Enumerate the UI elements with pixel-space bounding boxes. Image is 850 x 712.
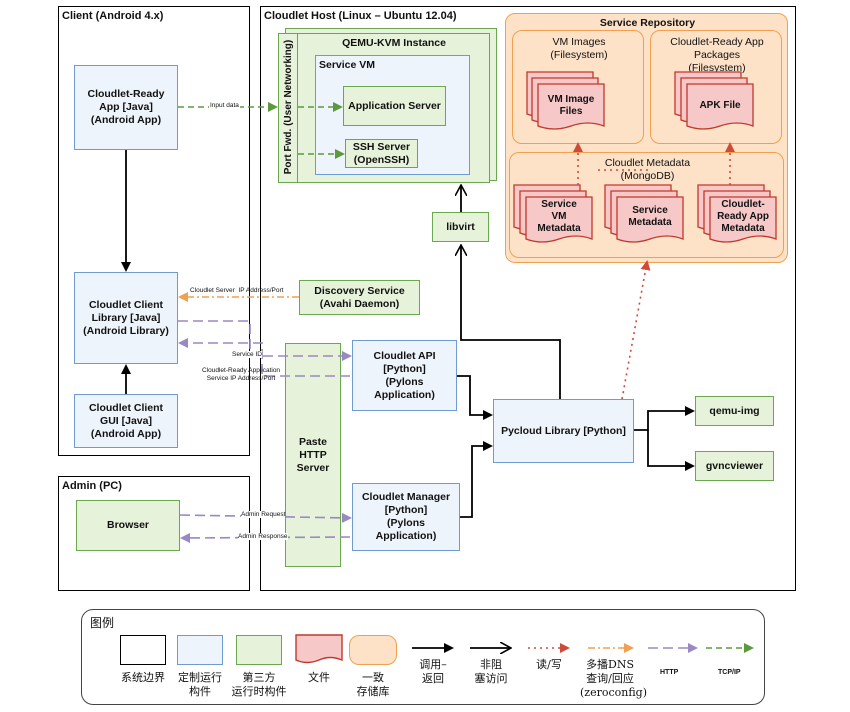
cloudlet-client-library[interactable]: Cloudlet Client Library [Java] (Android … (74, 272, 178, 364)
arrow-pycloud-to-libvirt (461, 246, 561, 399)
legend-label-file: 文件 (308, 671, 330, 684)
qemu-img[interactable]: qemu-img (695, 396, 774, 426)
admin-title: Admin (PC) (62, 480, 122, 492)
browser[interactable]: Browser (76, 500, 180, 551)
app-packages-title: Cloudlet-Ready App Packages (Filesystem) (670, 35, 764, 74)
arrow-pycloud-to-gvncviewer (647, 430, 695, 471)
service-repository-title: Service Repository (599, 16, 696, 29)
qemu-instance-title: QEMU-KVM Instance (342, 36, 446, 49)
pycloud-library[interactable]: Pycloud Library [Python] (493, 399, 634, 463)
arrow-api-to-pycloud (457, 375, 493, 420)
apk-file-label: APK File (699, 100, 741, 111)
legend-label-tcp: TCP/IP (718, 669, 741, 676)
arrow-pycloud-to-qemuimg (634, 406, 695, 431)
legend-title: 图例 (90, 616, 115, 630)
app-metadata-label: Cloudlet- Ready App Metadata (717, 199, 769, 234)
http-library-to-api (178, 320, 352, 361)
legend-swatch-custom (177, 635, 223, 665)
legend-label-boundary: 系统边界 (121, 671, 165, 684)
edge-label-server-ip: Cloudlet Server IP Address/Port (190, 287, 284, 294)
legend-swatch-storage (349, 635, 397, 665)
legend-label-dns: 多播DNS 查询/回应 (zeroconfig) (580, 658, 648, 699)
port-fwd (278, 33, 298, 183)
edge-label-service-id: Service ID (232, 351, 262, 358)
vm-images-title: VM Images (Filesystem) (550, 36, 608, 61)
service-vm-title: Service VM (319, 59, 376, 71)
service-vm-metadata-label: Service VM Metadata (537, 199, 581, 234)
service-metadata-label: Service Metadata (628, 205, 672, 228)
paste-http-server[interactable]: Paste HTTP Server (285, 343, 341, 567)
metadata-title: Cloudlet Metadata (MongoDB) (604, 157, 691, 182)
gvncviewer[interactable]: gvncviewer (695, 451, 774, 481)
ssh-server[interactable]: SSH Server (OpenSSH) (345, 139, 418, 168)
edge-label-input-data: Input data (209, 102, 240, 109)
http-browser-to-manager (179, 512, 352, 523)
legend-swatch-third-party (236, 635, 282, 665)
cloudlet-manager[interactable]: Cloudlet Manager [Python] (Pylons Applic… (352, 483, 460, 551)
legend-label-custom: 定制运行 构件 (178, 671, 222, 698)
libvirt[interactable]: libvirt (432, 212, 489, 242)
host-title: Cloudlet Host (Linux – Ubuntu 12.04) (264, 10, 457, 22)
client-title: Client (Android 4.x) (62, 10, 164, 22)
legend-swatch-boundary (120, 635, 166, 665)
legend-label-http: HTTP (660, 669, 679, 676)
arrow-manager-to-pycloud (460, 441, 493, 518)
cloudlet-client-gui[interactable]: Cloudlet Client GUI [Java] (Android App) (74, 394, 178, 448)
cloudlet-ready-app[interactable]: Cloudlet-Ready App [Java] (Android App) (74, 65, 178, 150)
legend-label-non-blocking: 非阻 塞访问 (474, 658, 508, 685)
discovery-service[interactable]: Discovery Service (Avahi Daemon) (299, 280, 420, 315)
legend-swatch-file (295, 634, 343, 664)
edge-label-admin-request: Admin Request (241, 511, 286, 518)
edge-label-admin-response: Admin Response (238, 533, 288, 540)
cloudlet-api[interactable]: Cloudlet API [Python] (Pylons Applicatio… (352, 340, 457, 411)
application-server[interactable]: Application Server (343, 86, 446, 126)
legend-label-read-write: 读/写 (536, 658, 562, 671)
legend-label-call-return: 调用– 返回 (419, 658, 447, 685)
edge-label-app-service-ip: Cloudlet-Ready Application Service IP Ad… (202, 367, 281, 382)
vm-image-files-label: VM Image Files (547, 94, 595, 117)
legend-label-storage: 一致 存储库 (356, 671, 390, 698)
legend-label-third-party: 第三方 运行时构件 (231, 671, 287, 698)
